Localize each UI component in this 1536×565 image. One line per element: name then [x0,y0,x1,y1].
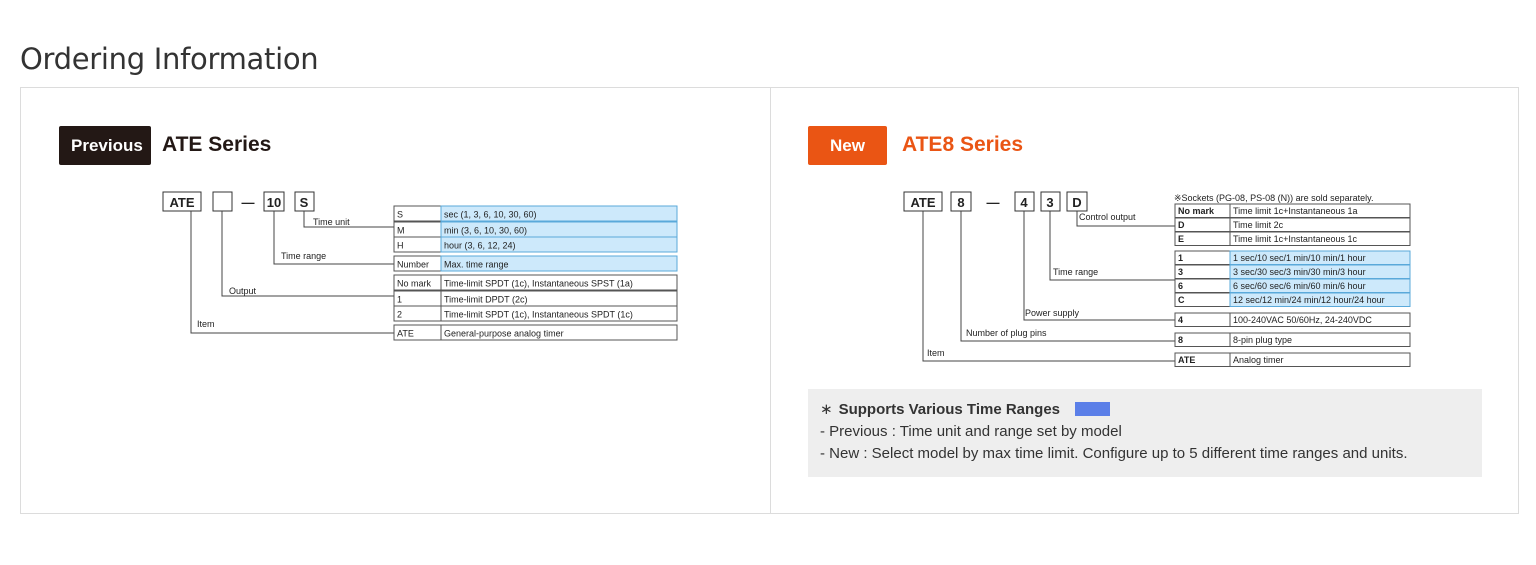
prev-code-0: ATE [169,195,194,210]
page-title: Ordering Information [20,42,319,76]
time-range-note: ∗ Supports Various Time Ranges - Previou… [808,389,1482,477]
new-panel: New ATE8 Series ATE 8 — 4 3 D ※Sockets (… [771,88,1520,513]
new-label-power-supply: Power supply [1025,308,1080,318]
new-row-desc-cell [1229,312,1411,327]
new-row-desc-text: Analog timer [1233,355,1284,365]
new-code-1: 8 [957,195,964,210]
prev-row-code-text: H [397,241,404,251]
new-row-code-text: 3 [1178,267,1183,277]
legend-swatch [1075,402,1111,416]
new-row-code-text: 8 [1178,335,1183,345]
new-row-code-text: No mark [1178,206,1215,216]
new-row-desc-text: Time limit 1c+Instantaneous 1a [1233,206,1357,216]
new-badge: New [808,126,887,165]
sockets-note: ※Sockets (PG-08, PS-08 (N)) are sold sep… [1174,193,1373,203]
new-row-code-text: 4 [1178,315,1183,325]
prev-row-desc-text: min (3, 6, 10, 30, 60) [444,226,527,236]
prev-label-item: Item [197,319,215,329]
new-label-control-output: Control output [1079,212,1136,222]
prev-row-desc-text: Max. time range [444,260,509,270]
prev-code-3: 10 [267,195,281,210]
prev-row-desc-text: sec (1, 3, 6, 10, 30, 60) [444,210,537,220]
prev-row-code-text: No mark [397,279,432,289]
prev-row-code-text: S [397,210,403,220]
note-line-new: - New : Select model by max time limit. … [820,445,1408,462]
new-label-item: Item [927,348,945,358]
new-row-code-text: D [1178,220,1185,230]
prev-row-desc-cell [440,324,678,341]
new-row-code-text: E [1178,234,1184,244]
new-row-desc-cell [1229,332,1411,347]
previous-ordering-diagram: ATE — 10 S Time unit Time range Output I… [162,191,678,341]
previous-panel: Previous ATE Series ATE — 10 S [21,88,770,513]
prev-code-dash: — [242,195,255,210]
new-row-desc-text: 6 sec/60 sec/6 min/60 min/6 hour [1233,281,1366,291]
new-row-desc-text: Time limit 2c [1233,220,1284,230]
prev-row-desc-cell [440,205,678,222]
new-row-code-cell [1174,264,1231,279]
new-row-code-text: 1 [1178,253,1183,263]
new-row-code-text: 6 [1178,281,1183,291]
new-label-plug-pins: Number of plug pins [966,328,1047,338]
note-heading-row: ∗ Supports Various Time Ranges [820,400,1470,418]
new-row-code-text: ATE [1178,355,1195,365]
note-line-previous: - Previous : Time unit and range set by … [820,423,1122,440]
prev-row-desc-cell [440,255,678,272]
new-label-time-range: Time range [1053,267,1098,277]
prev-row-code-text: ATE [397,329,414,339]
new-row-desc-cell [1229,231,1411,246]
prev-row-code-text: Number [397,260,429,270]
new-row-code-cell [1174,332,1231,347]
new-code-4: 3 [1046,195,1053,210]
prev-row-code-text: 1 [397,295,402,305]
new-row-desc-text: 1 sec/10 sec/1 min/10 min/1 hour [1233,253,1366,263]
new-row-desc-text: 8-pin plug type [1233,335,1292,345]
new-code-table: No mark Time limit 1c+Instantaneous 1a D Ti… [1174,203,1411,367]
prev-row-desc-text: hour (3, 6, 12, 24) [444,241,516,251]
prev-row-desc-text: Time-limit SPDT (1c), Instantaneous SPST… [444,279,633,289]
prev-row-desc-cell [440,236,678,253]
new-row-code-text: C [1178,295,1185,305]
new-code-0: ATE [910,195,935,210]
prev-row-desc-cell [440,274,678,291]
new-row-desc-text: 100-240VAC 50/60Hz, 24-240VDC [1233,315,1372,325]
prev-row-desc-text: Time-limit SPDT (1c), Instantaneous SPDT… [444,310,633,320]
panel-divider [770,88,771,513]
new-row-desc-text: Time limit 1c+Instantaneous 1c [1233,234,1357,244]
new-ordering-diagram: ATE 8 — 4 3 D ※Sockets (PG-08, PS-08 (N)… [903,191,1411,367]
prev-code-box-1 [212,191,233,212]
new-code-dash: — [987,195,1000,210]
new-row-code-cell [1174,278,1231,293]
prev-code-box-0 [162,191,202,212]
new-row-desc-text: 12 sec/12 min/24 min/12 hour/24 hour [1233,295,1385,305]
new-code-3: 4 [1020,195,1028,210]
prev-label-time-range: Time range [281,251,326,261]
new-row-code-cell [1174,312,1231,327]
previous-badge: Previous [59,126,151,165]
prev-code-4: S [300,195,309,210]
note-asterisk: ∗ [820,401,833,418]
prev-row-code-text: 2 [397,310,402,320]
ordering-info-frame: Previous ATE Series ATE — 10 S [20,87,1519,514]
previous-series-title: ATE Series [162,133,272,156]
new-code-5: D [1072,195,1081,210]
new-row-desc-cell [1229,352,1411,367]
prev-label-output: Output [229,286,257,296]
prev-row-desc-cell [440,305,678,322]
prev-row-desc-text: General-purpose analog timer [444,329,564,339]
note-heading: Supports Various Time Ranges [838,400,1061,418]
new-row-desc-text: 3 sec/30 sec/3 min/30 min/3 hour [1233,267,1366,277]
prev-label-time-unit: Time unit [313,217,350,227]
prev-row-code-text: M [397,226,405,236]
new-row-desc-cell [1229,292,1411,307]
new-row-code-cell [1174,250,1231,265]
prev-row-desc-text: Time-limit DPDT (2c) [444,295,528,305]
new-series-title: ATE8 Series [902,133,1024,156]
